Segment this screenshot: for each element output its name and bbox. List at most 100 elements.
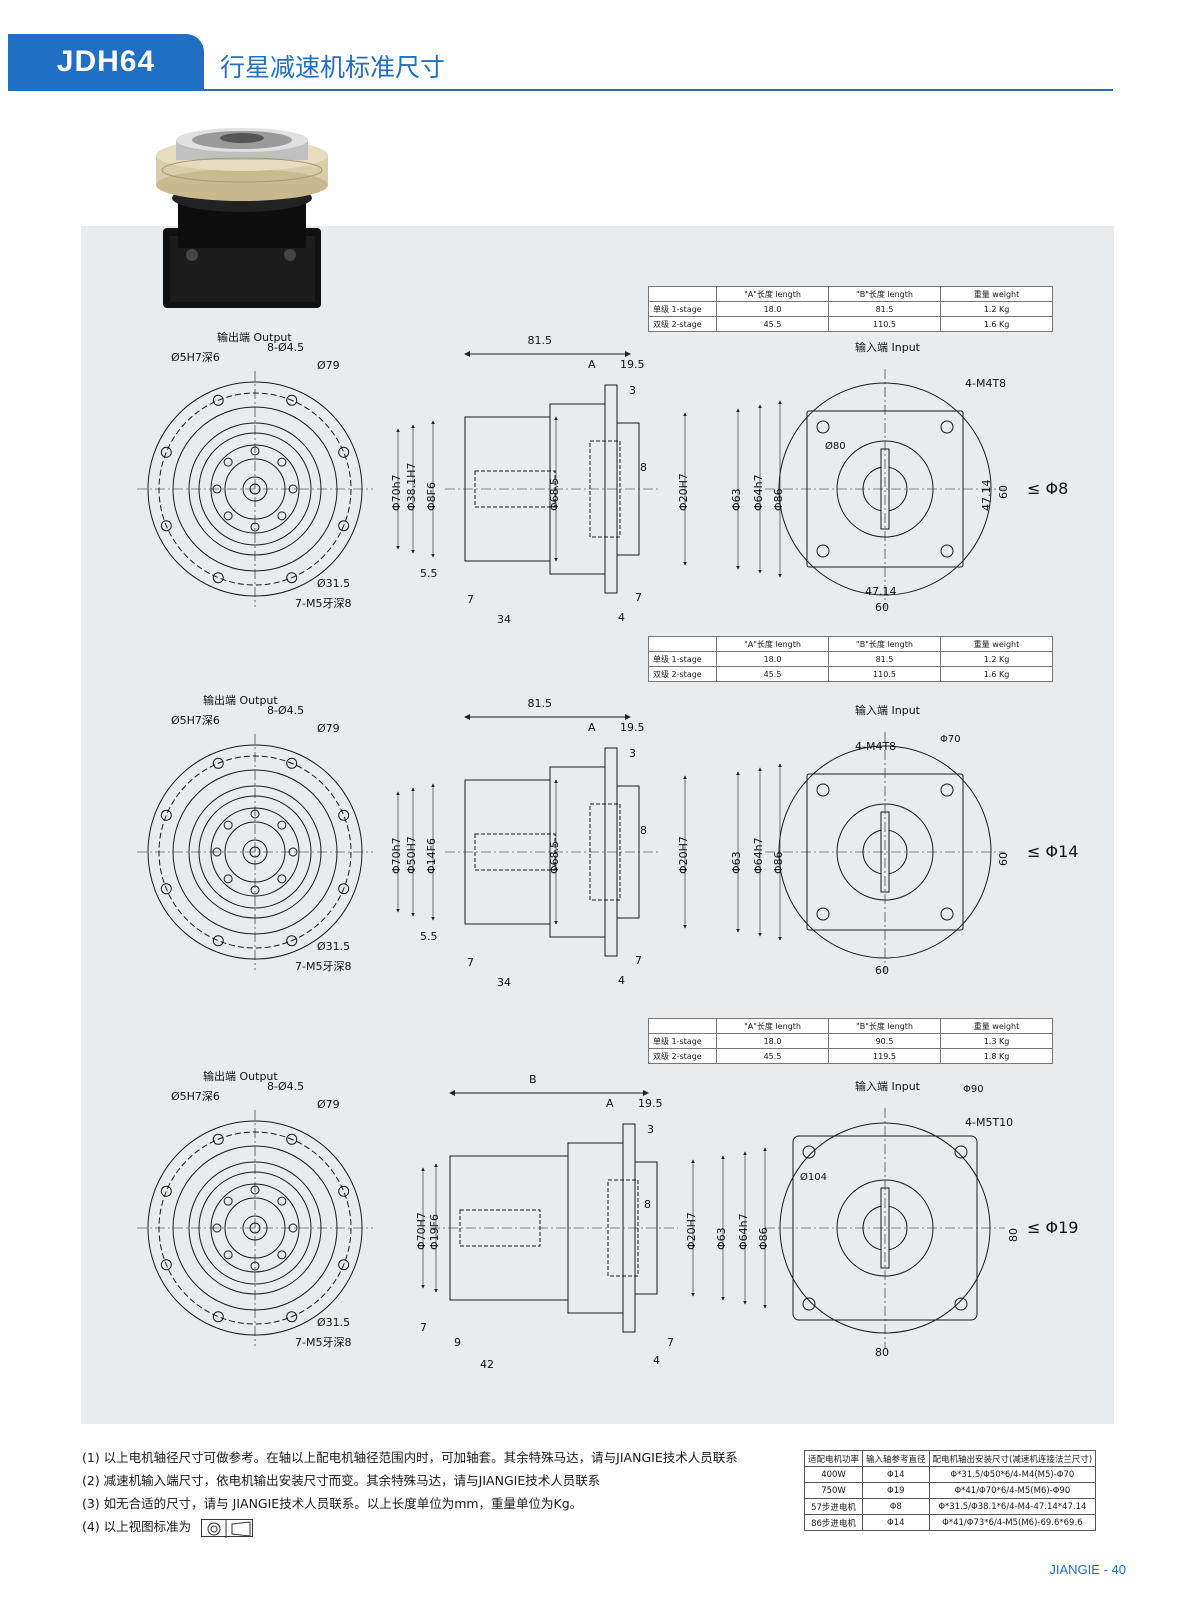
- tapped-hole: [277, 820, 287, 830]
- motor-cell: 86步进电机: [803, 1514, 864, 1531]
- spec-cell: 1.2 Kg: [940, 301, 1053, 317]
- mount-hole: [212, 1311, 224, 1323]
- mount-hole: [160, 446, 172, 458]
- dimension-label: A: [588, 721, 596, 734]
- dimension-label: Φ86: [757, 1227, 770, 1250]
- dimension-label: Φ63: [715, 1227, 728, 1250]
- spec-cell: 18.0: [716, 301, 829, 317]
- spec-cell: 45.5: [716, 666, 829, 682]
- input-mount-hole: [940, 420, 954, 434]
- spec-header: "B"长度 length: [828, 286, 941, 302]
- mount-hole: [212, 1133, 224, 1145]
- dimension-label: Ø79: [317, 359, 340, 372]
- spec-cell: 110.5: [828, 666, 941, 682]
- note-1: (1) 以上电机轴径尺寸可做参考。在轴以上配电机轴径范围内时，可加轴套。其余特殊…: [82, 1450, 738, 1465]
- input-mount-hole: [940, 544, 954, 558]
- dimension-label: 19.5: [620, 358, 645, 371]
- input-mount-hole: [940, 783, 954, 797]
- dimension-label: Ø80: [825, 441, 846, 452]
- dimension-label: Φ86: [772, 488, 785, 511]
- spec-header: "A"长度 length: [716, 286, 829, 302]
- mount-hole: [338, 1185, 350, 1197]
- dimension-label: 4: [653, 1354, 660, 1367]
- spec-cell: 18.0: [716, 651, 829, 667]
- dimension-label: Φ70h7: [390, 474, 403, 511]
- dimension-label: Φ64h7: [752, 474, 765, 511]
- motor-cell: 750W: [803, 1482, 864, 1499]
- input-mount-hole: [816, 907, 830, 921]
- dimension-label: 输入端 Input: [855, 341, 920, 354]
- dimension-label: 7: [635, 954, 642, 967]
- mount-hole: [160, 1185, 172, 1197]
- spec-cell: 1.2 Kg: [940, 651, 1053, 667]
- tapped-hole: [223, 820, 233, 830]
- dimension-label: Ø79: [317, 722, 340, 735]
- note-2: (2) 减速机输入端尺寸，依电机输出安装尺寸而变。其余特殊马达，请与JIANGI…: [82, 1473, 601, 1488]
- spec-cell: 90.5: [828, 1033, 941, 1049]
- tapped-hole: [223, 1196, 233, 1206]
- dimension-label: 60: [997, 852, 1010, 866]
- mount-hole: [338, 1259, 350, 1271]
- dimension-label: 5.5: [420, 567, 438, 580]
- dimension-label: Φ38.1H7: [405, 462, 418, 511]
- tapped-hole: [223, 511, 233, 521]
- dimension-label: Φ68.5: [548, 840, 561, 874]
- input-mount-hole: [816, 783, 830, 797]
- dimension-label: 80: [1007, 1228, 1020, 1242]
- spec-header: 重量 weight: [940, 286, 1053, 302]
- gearbox-photo: [156, 128, 328, 308]
- mount-hole: [160, 520, 172, 532]
- dimension-label: 8: [640, 824, 647, 837]
- spec-cell: 单级 1-stage: [648, 301, 717, 317]
- dimension-label: Φ20H7: [685, 1212, 698, 1250]
- first-angle-projection-icon: [201, 1518, 254, 1538]
- spec-cell: 110.5: [828, 316, 941, 332]
- motor-header: 适配电机功率: [803, 1450, 864, 1467]
- spec-header: "B"长度 length: [828, 636, 941, 652]
- model-tab: JDH64: [8, 34, 204, 90]
- mount-hole: [338, 520, 350, 532]
- dimension-label: Φ90: [963, 1084, 984, 1095]
- dimension-label: 47.14: [980, 479, 993, 512]
- dimension-label: 81.5: [527, 334, 553, 347]
- page-number: 40: [1111, 1562, 1126, 1577]
- dimension-label: Ø31.5: [317, 577, 351, 590]
- dimension-label: Φ14F6: [425, 838, 438, 874]
- dimension-label: 60: [875, 964, 889, 977]
- motor-header: 输入轴参考直径: [862, 1450, 930, 1467]
- note-4: (4) 以上视图标准为: [82, 1515, 772, 1538]
- dimension-label: 5.5: [420, 930, 438, 943]
- spec-cell: 双级 2-stage: [648, 1048, 717, 1064]
- input-mount-hole: [816, 420, 830, 434]
- mount-hole: [286, 1133, 298, 1145]
- input-mount-hole: [816, 544, 830, 558]
- input-mount-hole: [954, 1145, 968, 1159]
- dimension-label: Φ64h7: [737, 1213, 750, 1250]
- spec-cell: 单级 1-stage: [648, 651, 717, 667]
- tapped-hole: [277, 1196, 287, 1206]
- dimension-label: Φ8F6: [425, 482, 438, 511]
- tapped-hole: [277, 1250, 287, 1260]
- dimension-label: 7: [467, 593, 474, 606]
- motor-cell: Φ*41/Φ70*6/4-M5(M6)-Φ90: [928, 1482, 1097, 1499]
- dimension-label: 输入端 Input: [855, 704, 920, 717]
- mount-hole: [338, 883, 350, 895]
- dimension-label: 3: [629, 747, 636, 760]
- dimension-label: 输出端 Output: [203, 1070, 278, 1083]
- dimension-label: 80: [875, 1346, 889, 1359]
- dimension-label: Φ63: [730, 488, 743, 511]
- dimension-label: 4-M4T8: [855, 740, 897, 753]
- input-mount-hole: [802, 1297, 816, 1311]
- mount-hole: [160, 809, 172, 821]
- dimension-label: 81.5: [527, 697, 553, 710]
- mount-hole: [212, 572, 224, 584]
- note-4-text: (4) 以上视图标准为: [82, 1519, 192, 1534]
- dimension-label: Φ19F6: [428, 1214, 441, 1250]
- dimension-drawing: [137, 351, 1005, 1348]
- dimension-label: 7: [635, 591, 642, 604]
- dimension-label: 4-M5T10: [965, 1116, 1014, 1129]
- spec-header: [648, 1018, 717, 1034]
- tapped-hole: [223, 874, 233, 884]
